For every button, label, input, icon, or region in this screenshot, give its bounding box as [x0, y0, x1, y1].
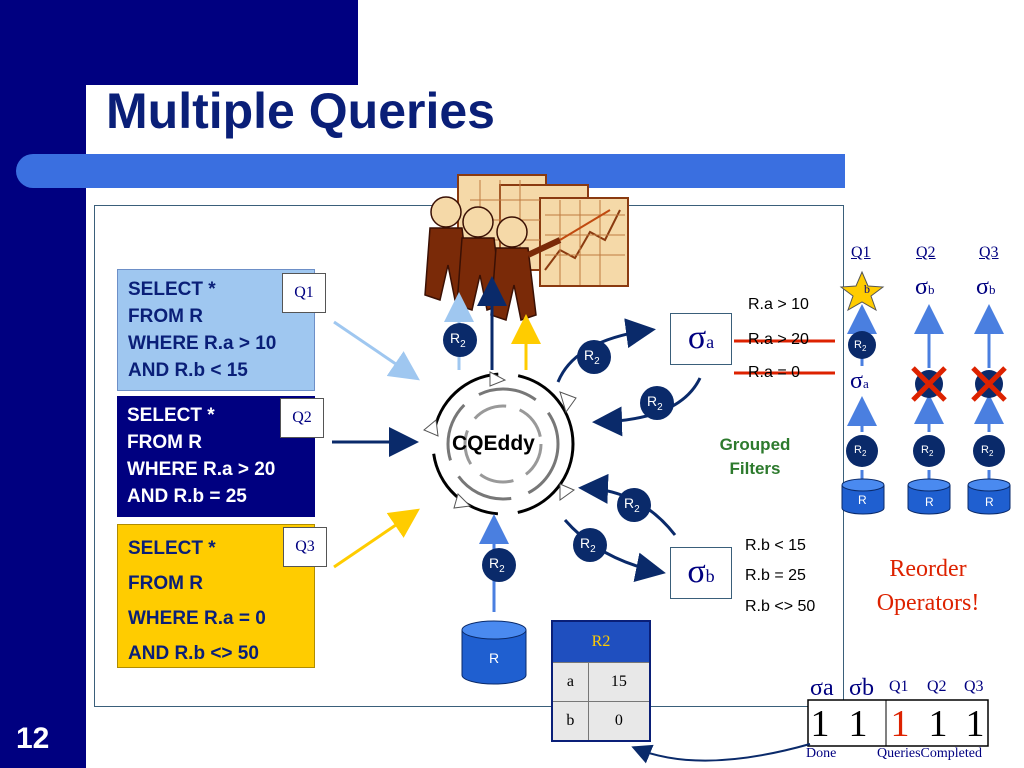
- r2-table-cell: 15: [587, 662, 651, 702]
- arrow-eddy-to-sigma-b: [563, 519, 666, 582]
- plan-q2-relation-r: R: [925, 495, 934, 509]
- sigma-symbol: σ: [687, 319, 707, 356]
- tuple-r2-icon: [577, 340, 611, 374]
- sigma-subscript: b: [705, 566, 715, 586]
- tuple-r2-label: R2: [489, 555, 505, 575]
- sigma-a-operator: σa: [670, 313, 732, 365]
- executives-clipart: [424, 174, 629, 321]
- filter-a-1: R.a > 10: [748, 296, 809, 313]
- plan-q2-sigma-b: σb: [915, 274, 935, 300]
- bitvector-header-sigma-b: σb: [849, 675, 874, 701]
- bitvector-header-q2: Q2: [927, 678, 947, 695]
- query-line: WHERE R.a = 0: [128, 608, 266, 629]
- query-tag-q1: Q1: [282, 273, 326, 313]
- query-line: WHERE R.a > 20: [127, 459, 276, 480]
- query-box-q3: SELECT * FROM R WHERE R.a = 0 AND R.b <>…: [117, 524, 315, 668]
- tuple-r2-icon: [617, 488, 651, 522]
- filter-a-3: R.a = 0: [748, 364, 801, 381]
- bitvector-bit: 1: [890, 703, 910, 745]
- plan-q1-relation-r: R: [858, 493, 867, 507]
- query-line: FROM R: [127, 432, 202, 453]
- query-line: FROM R: [128, 306, 203, 327]
- tuple-r2-label: R2: [584, 347, 600, 367]
- plan-header-q2: Q2: [916, 244, 936, 261]
- query-line: FROM R: [128, 573, 203, 594]
- bitvector-header-q3: Q3: [964, 678, 984, 695]
- person-icon: [424, 196, 611, 321]
- query-box-q2: SELECT * FROM R WHERE R.a > 20 AND R.b =…: [117, 396, 315, 517]
- x-mark-icon: [911, 366, 947, 402]
- query-line: SELECT *: [128, 538, 216, 559]
- tuple-r2-label: R2: [624, 495, 640, 515]
- plan-q3-r2: R2: [981, 444, 994, 459]
- sigma-b-operator: σb: [670, 547, 732, 599]
- tuple-r2-icon: [573, 528, 607, 562]
- bitvector-header-sigma-a: σa: [810, 675, 834, 701]
- arrow-q1: [333, 320, 420, 381]
- r2-table-cell: b: [551, 700, 589, 742]
- query-line: AND R.b = 25: [127, 486, 247, 507]
- r2-table-cell: 0: [587, 700, 651, 742]
- tuple-r2-label: R2: [647, 393, 663, 413]
- bitvector-queries-completed-label: QueriesCompleted: [877, 746, 982, 761]
- tuple-r2-icon: [443, 323, 477, 357]
- bitvector-bit: 1: [848, 703, 868, 745]
- filter-b-3: R.b <> 50: [745, 598, 816, 615]
- query-line: SELECT *: [128, 279, 216, 300]
- query-tag-q3: Q3: [283, 527, 327, 567]
- tuple-r2-icon: [640, 386, 674, 420]
- plan-q1-r2-lower: R2: [854, 444, 867, 459]
- filter-b-2: R.b = 25: [745, 567, 806, 584]
- plan-q1-sigma-a: σa: [850, 368, 869, 394]
- filter-b-1: R.b < 15: [745, 537, 806, 554]
- tuple-r2-label: R2: [580, 535, 596, 555]
- bitvector-box: [807, 699, 989, 747]
- plan-q2-r2: R2: [921, 444, 934, 459]
- filter-a-2: R.a > 20: [748, 331, 809, 348]
- plan-q1: [839, 270, 885, 515]
- relation-r-label: R: [489, 650, 500, 666]
- slide-title: Multiple Queries: [106, 83, 495, 139]
- arrow-bitvector-to-table: [631, 743, 811, 764]
- sigma-symbol: σ: [687, 553, 706, 590]
- reorder-operators-label: Reorder Operators!: [876, 556, 980, 616]
- plan-q3-relation-r: R: [985, 495, 994, 509]
- x-mark-icon: [971, 366, 1007, 402]
- bitvector-bit: 1: [810, 703, 830, 745]
- slide-left-band: [0, 0, 86, 768]
- bitvector-header-q1: Q1: [889, 678, 909, 695]
- plan-header-q3: Q3: [979, 244, 999, 261]
- eddy-label: CQEddy: [452, 432, 535, 455]
- star-icon: [839, 270, 885, 312]
- r2-table-cell: a: [551, 662, 589, 702]
- slide-top-band: [0, 0, 358, 85]
- bitvector-bit: 1: [928, 703, 948, 745]
- plan-q3-sigma-b: σb: [976, 274, 996, 300]
- plan-header-q1: Q1: [851, 244, 871, 261]
- plan-q3: [967, 304, 1011, 515]
- r2-tuple-table: R2 a 15 b 0: [551, 620, 651, 742]
- plan-q2: [907, 304, 951, 515]
- plan-q1-sigma-b-sub: b: [864, 282, 870, 296]
- sigma-subscript: a: [706, 332, 715, 352]
- query-line: AND R.b < 15: [128, 360, 248, 381]
- query-line: WHERE R.a > 10: [128, 333, 277, 354]
- bitvector-done-label: Done: [806, 746, 837, 761]
- arrow-q3: [333, 508, 420, 569]
- relation-r-cylinder-icon: [461, 620, 527, 685]
- bitvector-bit: 1: [965, 703, 985, 745]
- plan-q1-r2-upper: R2: [854, 339, 867, 354]
- grouped-filters-label: Grouped Filters: [719, 435, 791, 478]
- eddy-swirl-icon: [423, 371, 577, 516]
- slide-title-underline-bar: [16, 154, 845, 188]
- query-line: AND R.b <> 50: [128, 643, 259, 664]
- tuple-r2-icon: [482, 548, 516, 582]
- query-line: SELECT *: [127, 405, 215, 426]
- query-tag-q2: Q2: [280, 398, 324, 438]
- tuple-r2-label: R2: [450, 330, 466, 350]
- slide-number: 12: [16, 722, 50, 755]
- r2-table-title: R2: [551, 620, 651, 663]
